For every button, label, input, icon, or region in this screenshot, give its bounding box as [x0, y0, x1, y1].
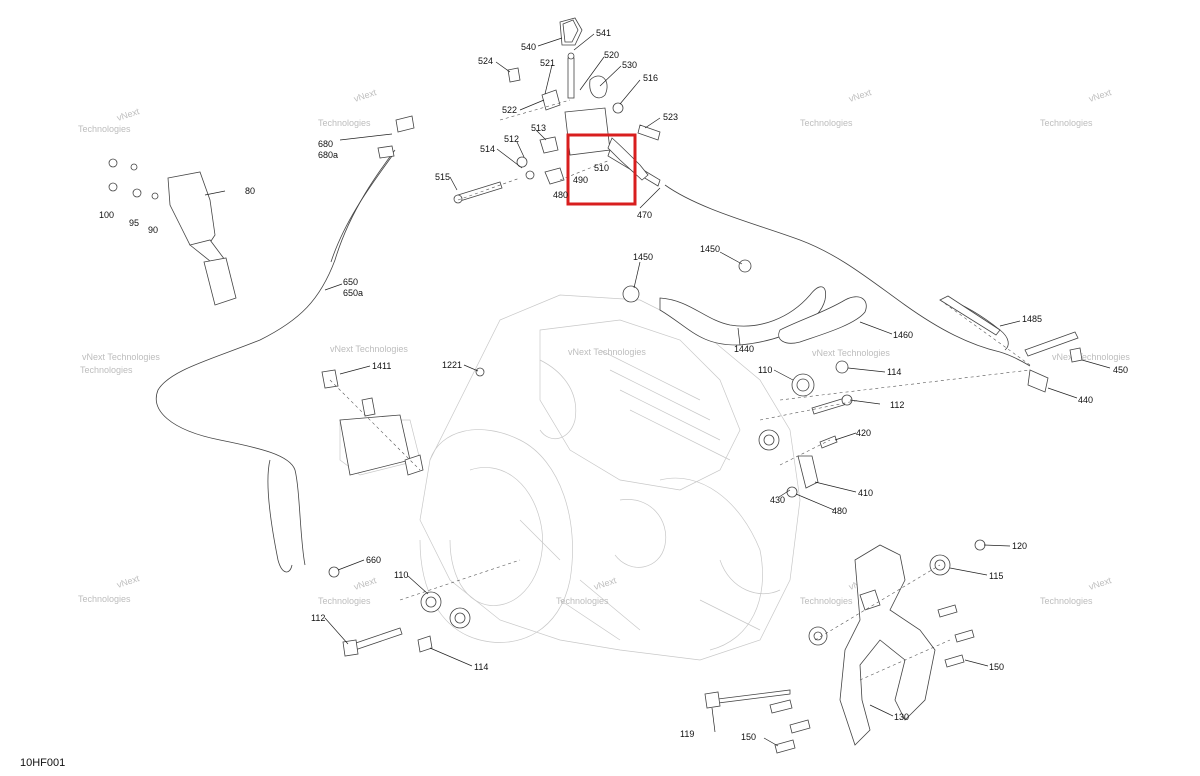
part-label: 510 — [594, 163, 609, 173]
svg-text:vNext: vNext — [353, 87, 378, 104]
part-label: 490 — [573, 175, 588, 185]
part-label: 95 — [129, 218, 139, 228]
leader-lines — [204, 33, 1111, 747]
part-labels: 540 541 524 521 520 530 516 522 523 513 … — [99, 28, 1128, 742]
part-label: 119 — [680, 729, 694, 739]
svg-text:vNext: vNext — [353, 575, 378, 592]
part-label: 120 — [1012, 541, 1027, 551]
part-label: 110 — [394, 570, 408, 580]
part-label: 541 — [596, 28, 611, 38]
hose-1460 — [778, 296, 867, 344]
part-label: 1411 — [372, 361, 391, 371]
part-label: 650a — [343, 288, 363, 298]
part-label: 513 — [531, 123, 546, 133]
part-label: 521 — [540, 58, 555, 68]
part-label: 430 — [770, 495, 785, 505]
svg-text:vNext Technologies: vNext Technologies — [330, 344, 408, 354]
part-label: 514 — [480, 144, 495, 154]
throttle-assembly — [453, 17, 661, 204]
svg-text:vNext Technologies: vNext Technologies — [82, 352, 160, 362]
part-label: 115 — [989, 571, 1003, 581]
part-label: 110 — [758, 365, 772, 375]
spring-1485 — [1024, 331, 1079, 357]
part-label: 650 — [343, 277, 358, 287]
svg-text:vNext: vNext — [116, 106, 141, 123]
part-label: 515 — [435, 172, 450, 182]
pedal-assembly — [108, 158, 237, 306]
svg-text:vNext Technologies: vNext Technologies — [1052, 352, 1130, 362]
part-label: 420 — [856, 428, 871, 438]
part-label: 680 — [318, 139, 333, 149]
part-label: 512 — [504, 134, 519, 144]
svg-text:vNext: vNext — [1088, 87, 1113, 104]
part-label: 100 — [99, 210, 114, 220]
clamp-1450b — [738, 259, 752, 273]
part-label: 112 — [890, 400, 904, 410]
svg-text:Technologies: Technologies — [1040, 118, 1093, 128]
part-label: 522 — [502, 105, 517, 115]
svg-text:Technologies: Technologies — [78, 594, 131, 604]
svg-text:vNext Technologies: vNext Technologies — [568, 347, 646, 357]
svg-text:Technologies: Technologies — [556, 596, 609, 606]
part-label: 523 — [663, 112, 678, 122]
part-label: 90 — [148, 225, 158, 235]
svg-text:vNext Technologies: vNext Technologies — [812, 348, 890, 358]
part-label: 114 — [474, 662, 488, 672]
part-label: 1450 — [700, 244, 720, 254]
part-label: 1440 — [734, 344, 754, 354]
watermarks: vNext Technologies vNext Technologies vN… — [78, 87, 1130, 606]
part-label: 112 — [311, 613, 325, 623]
dashed-guides — [329, 99, 1031, 681]
diagram-code: 10HF001 — [20, 757, 65, 769]
highlight-box — [566, 133, 637, 206]
bracket-assembly — [704, 539, 986, 754]
right-components — [758, 295, 1083, 498]
part-label: 150 — [989, 662, 1004, 672]
part-label: 410 — [858, 488, 873, 498]
svg-text:Technologies: Technologies — [1040, 596, 1093, 606]
part-label: 450 — [1113, 365, 1128, 375]
svg-text:Technologies: Technologies — [318, 118, 371, 128]
svg-text:vNext: vNext — [593, 575, 618, 592]
part-label: 1450 — [633, 252, 653, 262]
part-label: 1485 — [1022, 314, 1042, 324]
left-lower-parts — [321, 115, 485, 657]
part-label: 440 — [1078, 395, 1093, 405]
svg-text:Technologies: Technologies — [78, 124, 131, 134]
part-label: 130 — [894, 712, 909, 722]
part-label: 150 — [741, 732, 756, 742]
svg-text:vNext: vNext — [116, 573, 141, 590]
clamp-1450a — [622, 285, 640, 303]
svg-text:Technologies: Technologies — [80, 365, 133, 375]
part-label: 480 — [553, 190, 568, 200]
svg-text:vNext: vNext — [848, 87, 873, 104]
part-label: 520 — [604, 50, 619, 60]
svg-text:Technologies: Technologies — [800, 596, 853, 606]
part-label: 540 — [521, 42, 536, 52]
part-label: 1460 — [893, 330, 913, 340]
part-label: 470 — [637, 210, 652, 220]
cable-470 — [664, 184, 1001, 353]
part-label: 1221 — [442, 360, 462, 370]
part-label: 680a — [318, 150, 338, 160]
svg-text:Technologies: Technologies — [318, 596, 371, 606]
part-label: 516 — [643, 73, 658, 83]
svg-text:Technologies: Technologies — [800, 118, 853, 128]
hose-650 — [156, 149, 396, 566]
part-label: 530 — [622, 60, 637, 70]
svg-text:vNext: vNext — [1088, 575, 1113, 592]
part-label: 114 — [887, 367, 901, 377]
part-label: 524 — [478, 56, 493, 66]
part-label: 660 — [366, 555, 381, 565]
part-label: 80 — [245, 186, 255, 196]
part-label: 480 — [832, 506, 847, 516]
hose-small-660 — [267, 459, 293, 573]
